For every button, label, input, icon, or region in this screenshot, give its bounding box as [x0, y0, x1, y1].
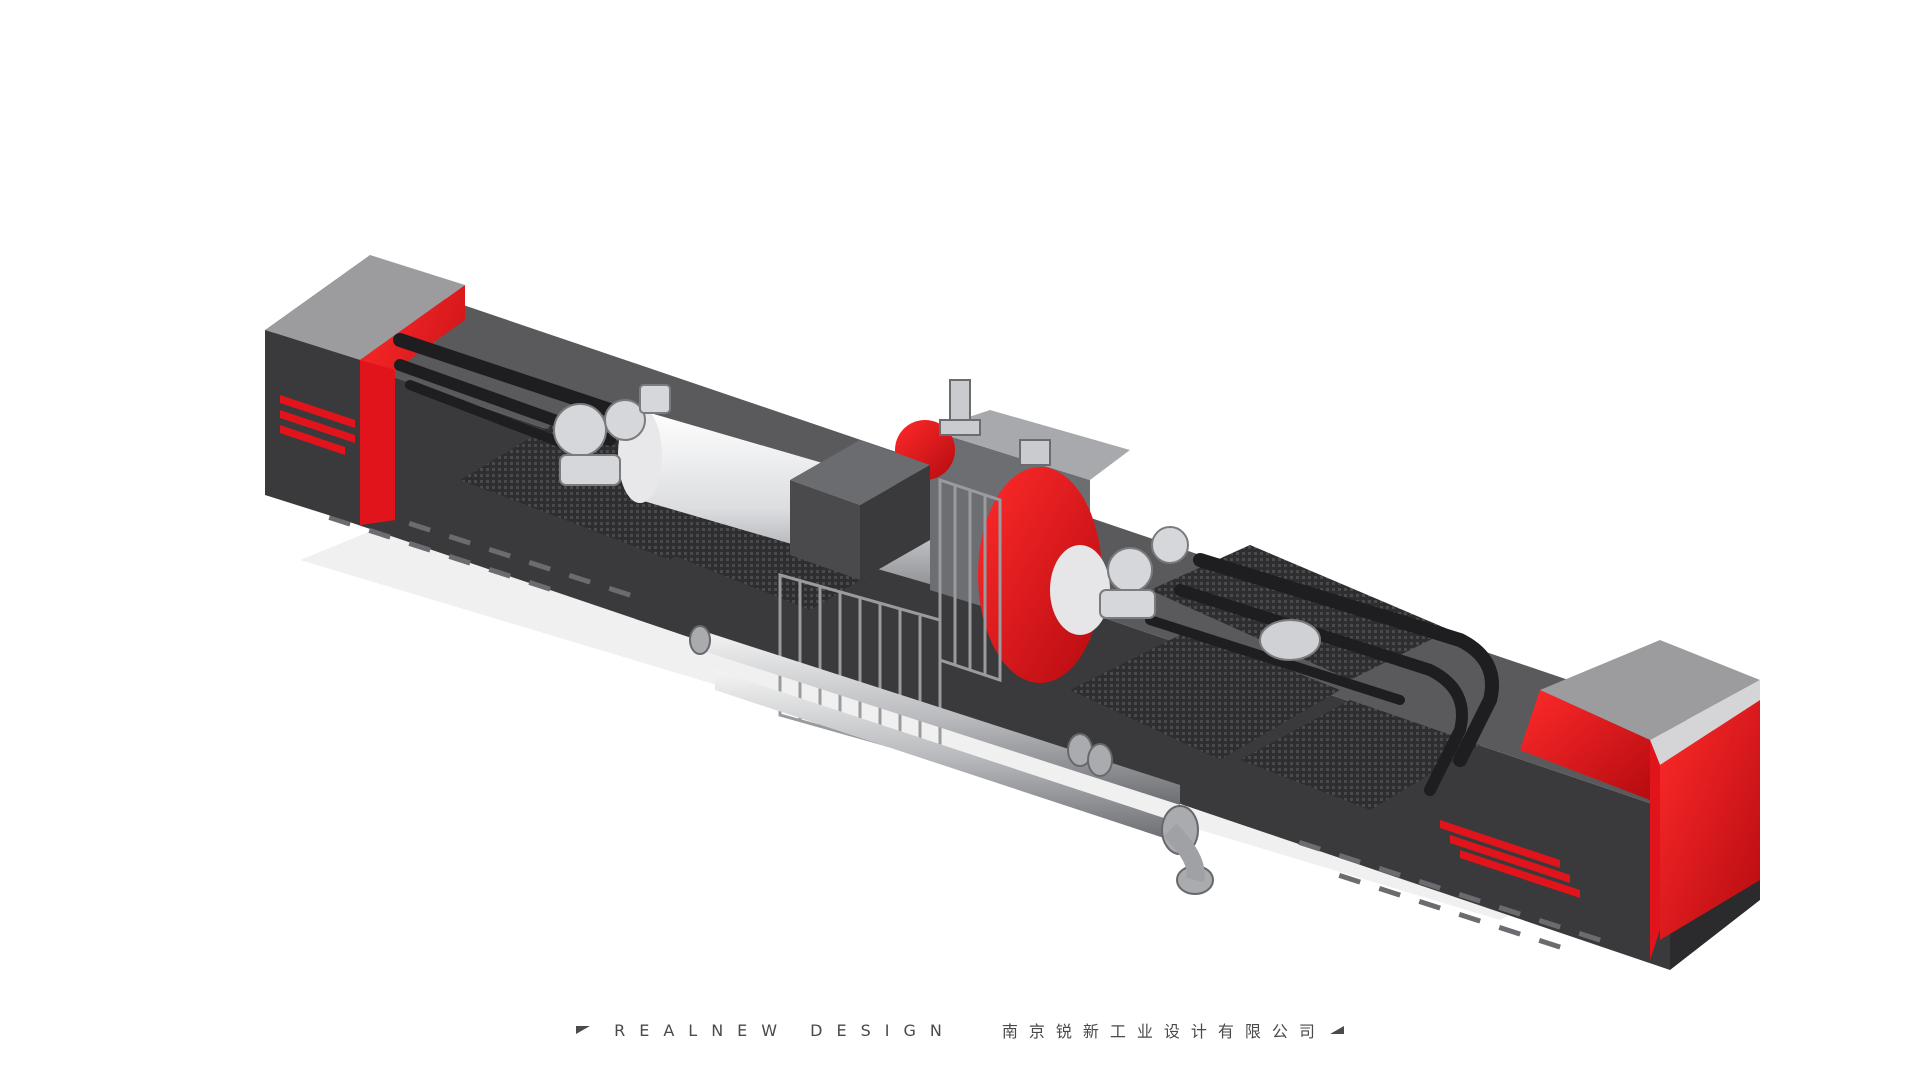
right-end-housing — [1440, 640, 1760, 960]
company-name: 南京锐新工业设计有限公司 — [1001, 1022, 1326, 1041]
cage-frame — [778, 440, 1002, 762]
hoses-right — [1145, 553, 1499, 796]
left-end-housing — [265, 255, 465, 525]
brand-name: REALNEW DESIGN — [614, 1020, 956, 1040]
right-valves — [1099, 526, 1321, 661]
front-pipes — [689, 625, 1214, 895]
caption-right-triangle-icon — [1329, 1026, 1344, 1034]
caption-left-triangle-icon — [576, 1026, 591, 1034]
brand-caption: REALNEW DESIGN 南京锐新工业设计有限公司 — [0, 1018, 1920, 1042]
